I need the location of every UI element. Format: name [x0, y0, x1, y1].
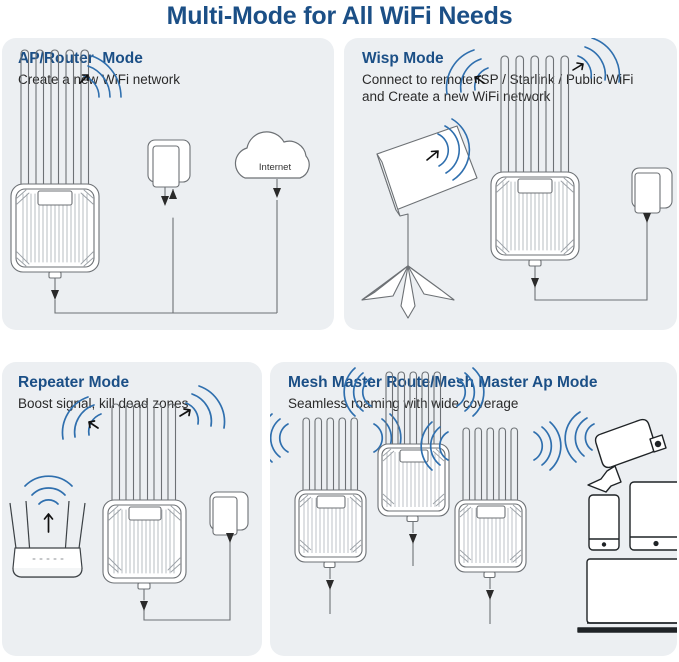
router-antennas	[20, 49, 90, 191]
wifi-arrow-icon-left	[474, 75, 485, 84]
satellite-dish-icon	[361, 125, 478, 319]
panel-title-ap-router: AP/Router Mode	[18, 50, 143, 67]
wall-ethernet-jack	[631, 167, 673, 214]
panel-subtitle-wisp: Connect to remote ISP / Starlink / Publi…	[362, 72, 634, 104]
smartphone-icon	[588, 494, 620, 551]
wifi-arrow-icon-right	[572, 62, 584, 71]
wifi-signal-icon-right	[577, 38, 621, 83]
wifi-arrow-icon-left	[88, 420, 99, 429]
diagram-wisp	[361, 38, 673, 319]
wifi-signal-icon-left	[61, 396, 102, 440]
panel-wisp-mode: Wisp Mode Connect to remote ISP / Starli…	[344, 38, 677, 330]
tablet-icon	[629, 481, 677, 551]
mesh-node-1	[294, 417, 367, 569]
wifi-signal-icon-left	[445, 49, 489, 95]
wall-ethernet-jack	[209, 491, 249, 536]
security-camera-icon	[587, 418, 667, 493]
home-router-icon	[9, 500, 86, 578]
wifi-arrow-icon-dish	[426, 150, 439, 161]
wifi-arrow-icon-right	[179, 408, 191, 417]
laptop-icon	[577, 558, 677, 633]
wifi-arrow-icon	[79, 74, 89, 84]
wifi-signal-icon-camera	[564, 411, 595, 463]
panel-title-wisp: Wisp Mode	[362, 50, 444, 67]
diagram-repeater	[9, 385, 249, 621]
mesh-node-3	[454, 427, 527, 579]
diagram-mesh	[270, 367, 677, 633]
wifi-signal-icon-dish	[437, 118, 471, 181]
page-title: Multi-Mode for All WiFi Needs	[166, 2, 513, 30]
wifi-signal-icon	[83, 55, 122, 98]
wall-ethernet-jack	[147, 139, 191, 188]
mesh-node-2	[377, 371, 450, 523]
router-antennas	[500, 55, 570, 179]
wifi-signal-icon-right	[185, 385, 226, 429]
panel-repeater-mode: Repeater Mode Boost signal, kill dead zo…	[2, 362, 262, 656]
panel-ap-router-mode: AP/Router Mode Create a new WiFi network	[2, 38, 334, 330]
internet-cloud-icon: Internet	[234, 131, 310, 179]
wifi-signal-icon-up	[24, 475, 73, 505]
panel-title-repeater: Repeater Mode	[18, 374, 130, 391]
wifi-arrow-icon-up	[43, 513, 54, 533]
cloud-label: Internet	[259, 162, 292, 173]
router-antennas	[111, 403, 177, 507]
panel-mesh-mode: Mesh Master Route/Mesh Master Ap Mode Se…	[270, 362, 677, 656]
diagram-ap-router: Internet	[10, 49, 310, 314]
